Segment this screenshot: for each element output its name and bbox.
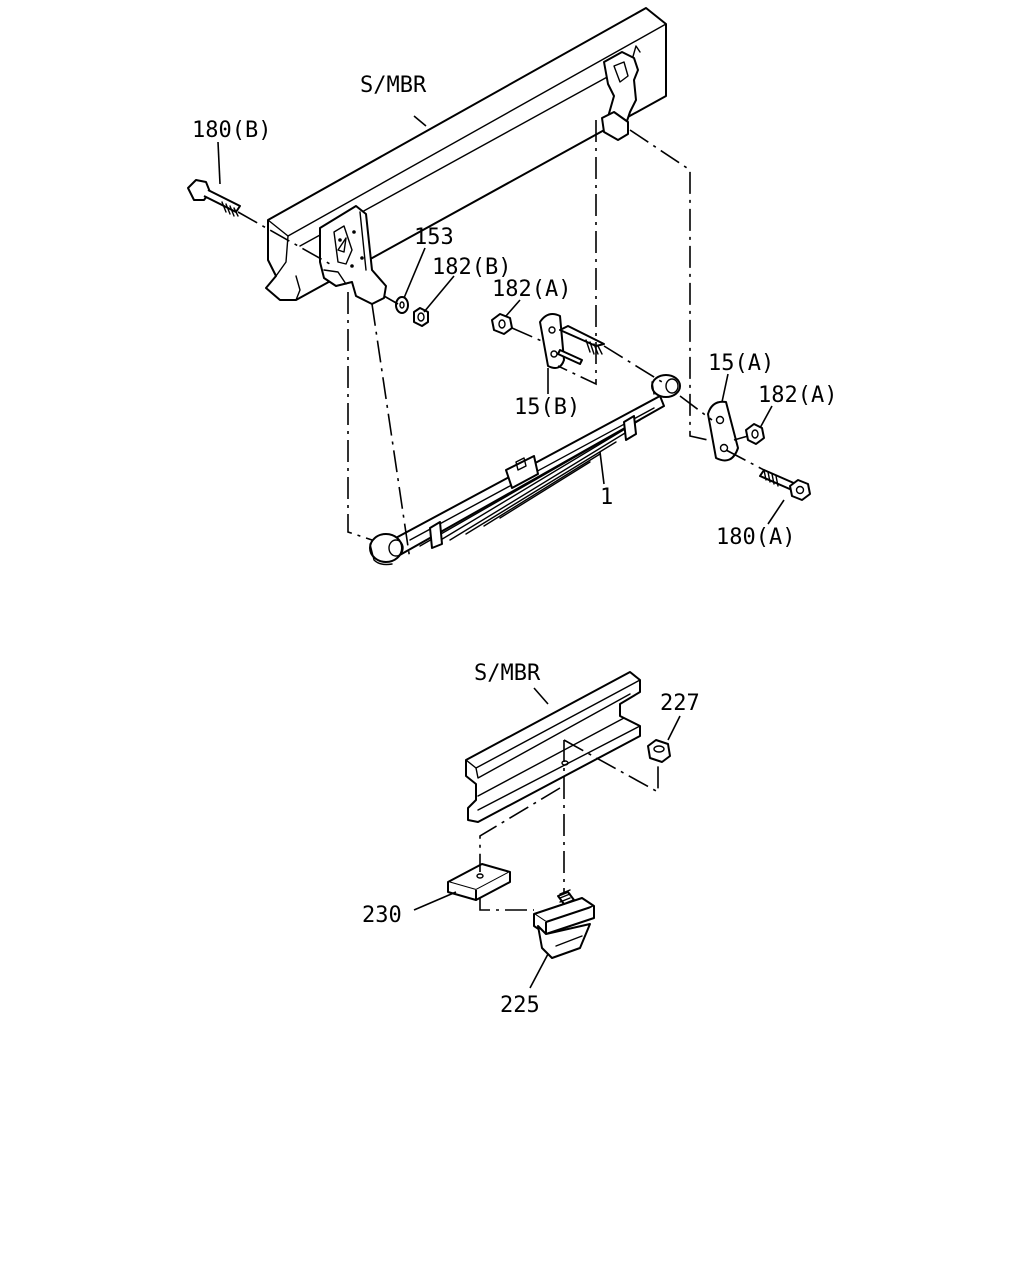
label-182b: 182(B) bbox=[432, 255, 511, 280]
shackle-15a bbox=[707, 400, 739, 462]
leader-lines-upper bbox=[217, 115, 785, 525]
plate-230 bbox=[447, 863, 511, 901]
nut-182a-right bbox=[745, 423, 765, 445]
bolt-180a bbox=[759, 469, 811, 501]
label-15a: 15(A) bbox=[708, 351, 774, 376]
side-member-lower bbox=[465, 671, 641, 823]
label-180b: 180(B) bbox=[192, 118, 271, 143]
label-230: 230 bbox=[362, 903, 402, 928]
assembly-lines-upper bbox=[237, 120, 765, 561]
label-225: 225 bbox=[500, 993, 540, 1018]
label-182a-left: 182(A) bbox=[492, 277, 571, 302]
bumper-225 bbox=[533, 889, 595, 959]
label-s-mbr-top: S/MBR bbox=[360, 73, 427, 98]
shackle-15b bbox=[539, 313, 605, 369]
leader-lines-lower bbox=[413, 687, 681, 989]
label-180a: 180(A) bbox=[716, 525, 795, 550]
assembly-lines-lower bbox=[479, 739, 659, 911]
nut-182a-left bbox=[491, 313, 513, 335]
nut-227 bbox=[647, 739, 671, 763]
bolt-180b bbox=[187, 179, 241, 217]
washer-153 bbox=[395, 296, 409, 314]
label-s-mbr-bottom: S/MBR bbox=[474, 661, 541, 686]
nut-182b bbox=[413, 307, 429, 327]
label-153: 153 bbox=[414, 225, 454, 250]
label-227: 227 bbox=[660, 691, 700, 716]
rear-hanger-bracket bbox=[601, 51, 639, 141]
label-15b: 15(B) bbox=[514, 395, 580, 420]
label-1: 1 bbox=[600, 485, 613, 510]
leaf-spring bbox=[369, 374, 681, 566]
label-182a-right: 182(A) bbox=[758, 383, 837, 408]
